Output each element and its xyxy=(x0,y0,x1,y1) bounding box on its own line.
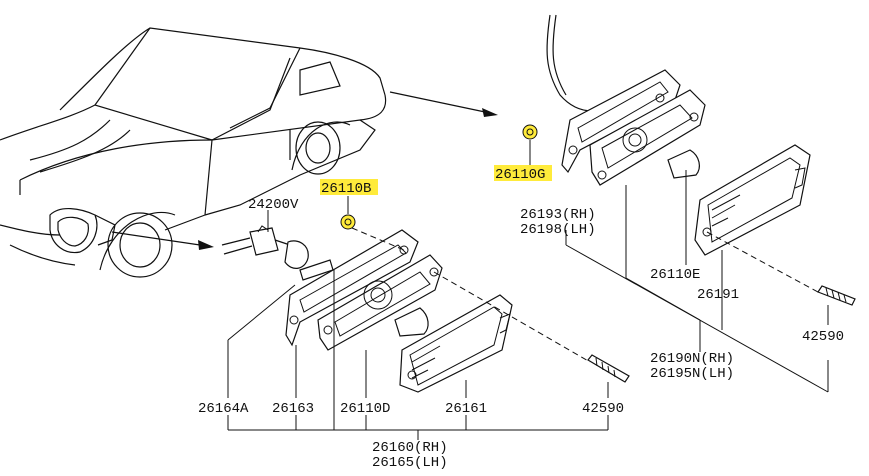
car-illustration xyxy=(0,27,387,278)
label-26161: 26161 xyxy=(445,401,487,417)
front-leader-lines xyxy=(227,196,609,440)
label-26160-rh: 26160(RH) xyxy=(372,440,448,456)
label-26110g: 26110G xyxy=(495,167,545,183)
label-26195n-lh: 26195N(LH) xyxy=(650,366,734,382)
label-26110b-highlight xyxy=(320,179,378,195)
label-26110e: 26110E xyxy=(650,267,700,283)
label-26190n-rh: 26190N(RH) xyxy=(650,351,734,367)
front-side-marker-assembly xyxy=(221,214,630,393)
label-26110d: 26110D xyxy=(340,401,390,417)
label-42590-rear: 42590 xyxy=(802,329,844,345)
label-24200v: 24200V xyxy=(248,197,299,213)
label-26164a: 26164A xyxy=(198,401,249,417)
rear-leader-lines xyxy=(529,140,829,393)
label-26198-lh: 26198(LH) xyxy=(520,222,596,238)
label-26110b: 26110B xyxy=(321,181,371,197)
car-to-front-lamp-arrow xyxy=(111,231,214,250)
label-26193-rh: 26193(RH) xyxy=(520,207,596,223)
label-26163: 26163 xyxy=(272,401,314,417)
car-to-rear-lamp-arrow xyxy=(389,91,498,117)
label-26191: 26191 xyxy=(697,287,739,303)
label-26110g-highlight xyxy=(494,165,552,181)
label-26165-lh: 26165(LH) xyxy=(372,455,448,471)
label-42590-front: 42590 xyxy=(582,401,624,417)
rear-side-marker-assembly xyxy=(522,14,856,306)
